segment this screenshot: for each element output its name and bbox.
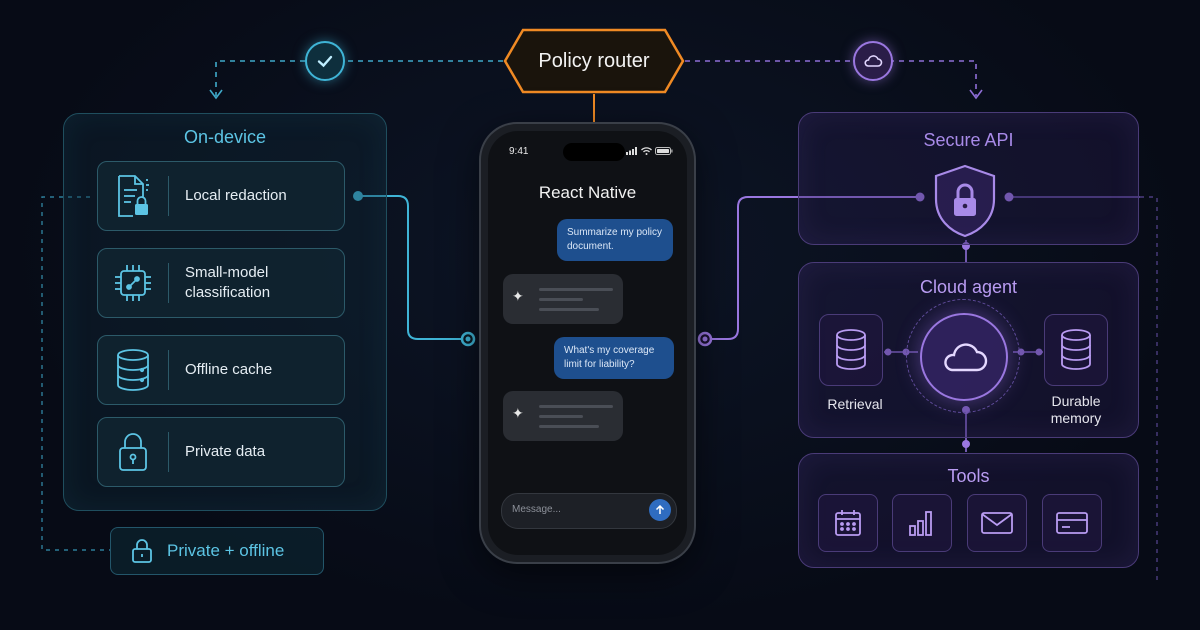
user-message: Summarize my policy document. [557, 219, 673, 261]
on-device-panel: On-device Local redaction [63, 113, 387, 511]
phone-mockup: 9:41 React Native Summarize my policy do… [481, 124, 694, 562]
app-title: React Native [538, 183, 637, 202]
shield-lock-icon [930, 163, 1000, 244]
arrow-up-icon [655, 505, 665, 514]
card-label: Small-model classification [185, 264, 271, 301]
policy-router-label: Policy router [538, 49, 650, 72]
assistant-message: ✦ [503, 274, 623, 324]
status-time: 9:41 [509, 146, 529, 157]
check-icon [305, 41, 345, 81]
chip-icon [98, 249, 168, 317]
phone-screen: 9:41 React Native Summarize my policy do… [488, 131, 687, 555]
on-device-title: On-device [183, 127, 267, 147]
cloud-icon [853, 41, 893, 81]
status-icons [626, 147, 673, 155]
private-offline-label: Private + offline [167, 541, 285, 560]
calendar-icon[interactable] [818, 494, 878, 552]
tools-title: Tools [947, 466, 990, 486]
card-label: Private data [185, 443, 266, 460]
cloud-orbit [906, 299, 1020, 413]
lock-icon [98, 418, 168, 486]
card-offline-cache: Offline cache [97, 335, 345, 405]
cloud-agent-panel: Cloud agent Retrieval Durable memory [798, 262, 1139, 438]
dynamic-island [563, 143, 625, 161]
bar-chart-icon[interactable] [892, 494, 952, 552]
signal-icon [626, 147, 637, 155]
card-icon[interactable] [1042, 494, 1102, 552]
card-label: Offline cache [185, 361, 273, 378]
battery-icon [655, 147, 673, 155]
lock-icon [131, 538, 153, 564]
private-offline-badge: Private + offline [110, 527, 324, 575]
mail-icon[interactable] [967, 494, 1027, 552]
card-local-redaction: Local redaction [97, 161, 345, 231]
database-icon [819, 314, 883, 386]
message-input[interactable]: Message... [512, 504, 561, 515]
database-icon [1044, 314, 1108, 386]
database-icon [98, 336, 168, 404]
cloud-icon [920, 313, 1008, 401]
send-button[interactable] [649, 499, 671, 521]
sparkle-icon: ✦ [512, 405, 524, 421]
assistant-message: ✦ [503, 391, 623, 441]
retrieval-label: Retrieval [827, 396, 883, 412]
durable-memory-label: Durable memory [1050, 393, 1102, 426]
policy-router: Policy router [503, 28, 685, 94]
user-message: What's my coverage limit for liability? [554, 337, 674, 379]
wifi-icon [641, 147, 652, 155]
message-composer[interactable]: Message... [501, 493, 677, 529]
card-small-model-classification: Small-model classification [97, 248, 345, 318]
cloud-agent-title: Cloud agent [919, 277, 1018, 297]
card-label: Local redaction [185, 187, 287, 204]
secure-api-title: Secure API [923, 130, 1014, 150]
secure-api-panel: Secure API [798, 112, 1139, 245]
sparkle-icon: ✦ [512, 288, 524, 304]
document-lock-icon [98, 162, 168, 230]
card-private-data: Private data [97, 417, 345, 487]
